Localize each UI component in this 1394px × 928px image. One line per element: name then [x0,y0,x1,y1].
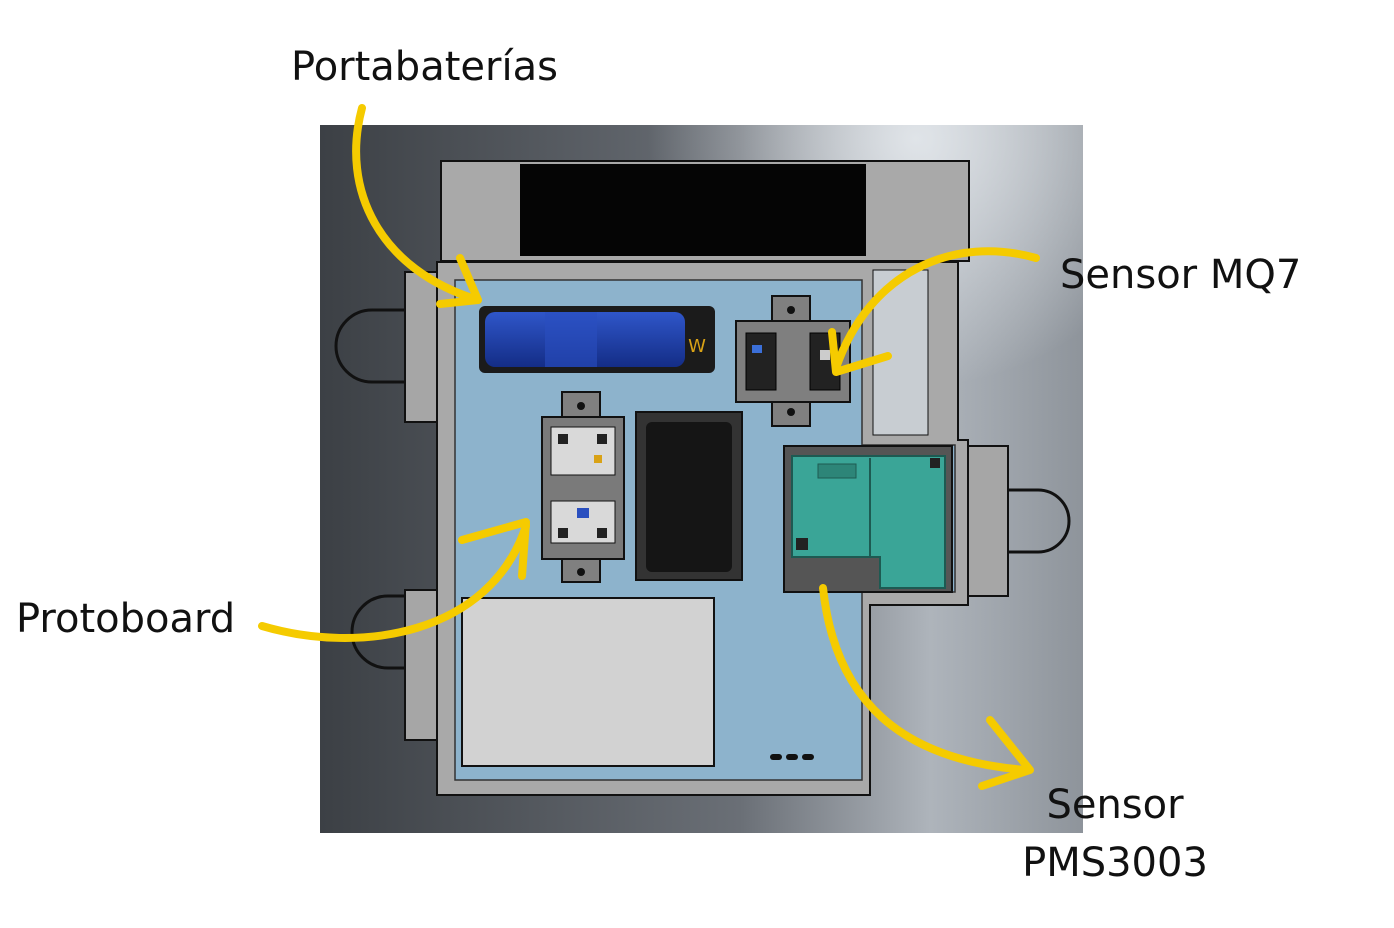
left-handles [334,308,410,670]
label-pms-sensor: Sensor PMS3003 [1022,776,1208,892]
label-pms-line2: PMS3003 [1022,840,1208,886]
arrow-pms [819,584,1030,774]
arrow-portabaterias [352,104,482,304]
protoboard-module [541,391,625,583]
label-battery-holder: Portabaterías [291,44,558,90]
vent-slots [770,754,814,760]
arrow-protoboard [258,522,530,642]
battery-marking: W [688,336,706,357]
compartment [461,597,715,767]
annotation-arrows [258,104,1040,790]
label-pms-line1: Sensor [1046,782,1184,828]
label-mq7-sensor: Sensor MQ7 [1060,252,1302,298]
top-slot [520,164,866,256]
arrow-mq7 [832,247,1040,372]
pms-sensor [783,445,953,593]
microcontroller-board [635,411,743,581]
label-protoboard: Protoboard [16,596,236,642]
